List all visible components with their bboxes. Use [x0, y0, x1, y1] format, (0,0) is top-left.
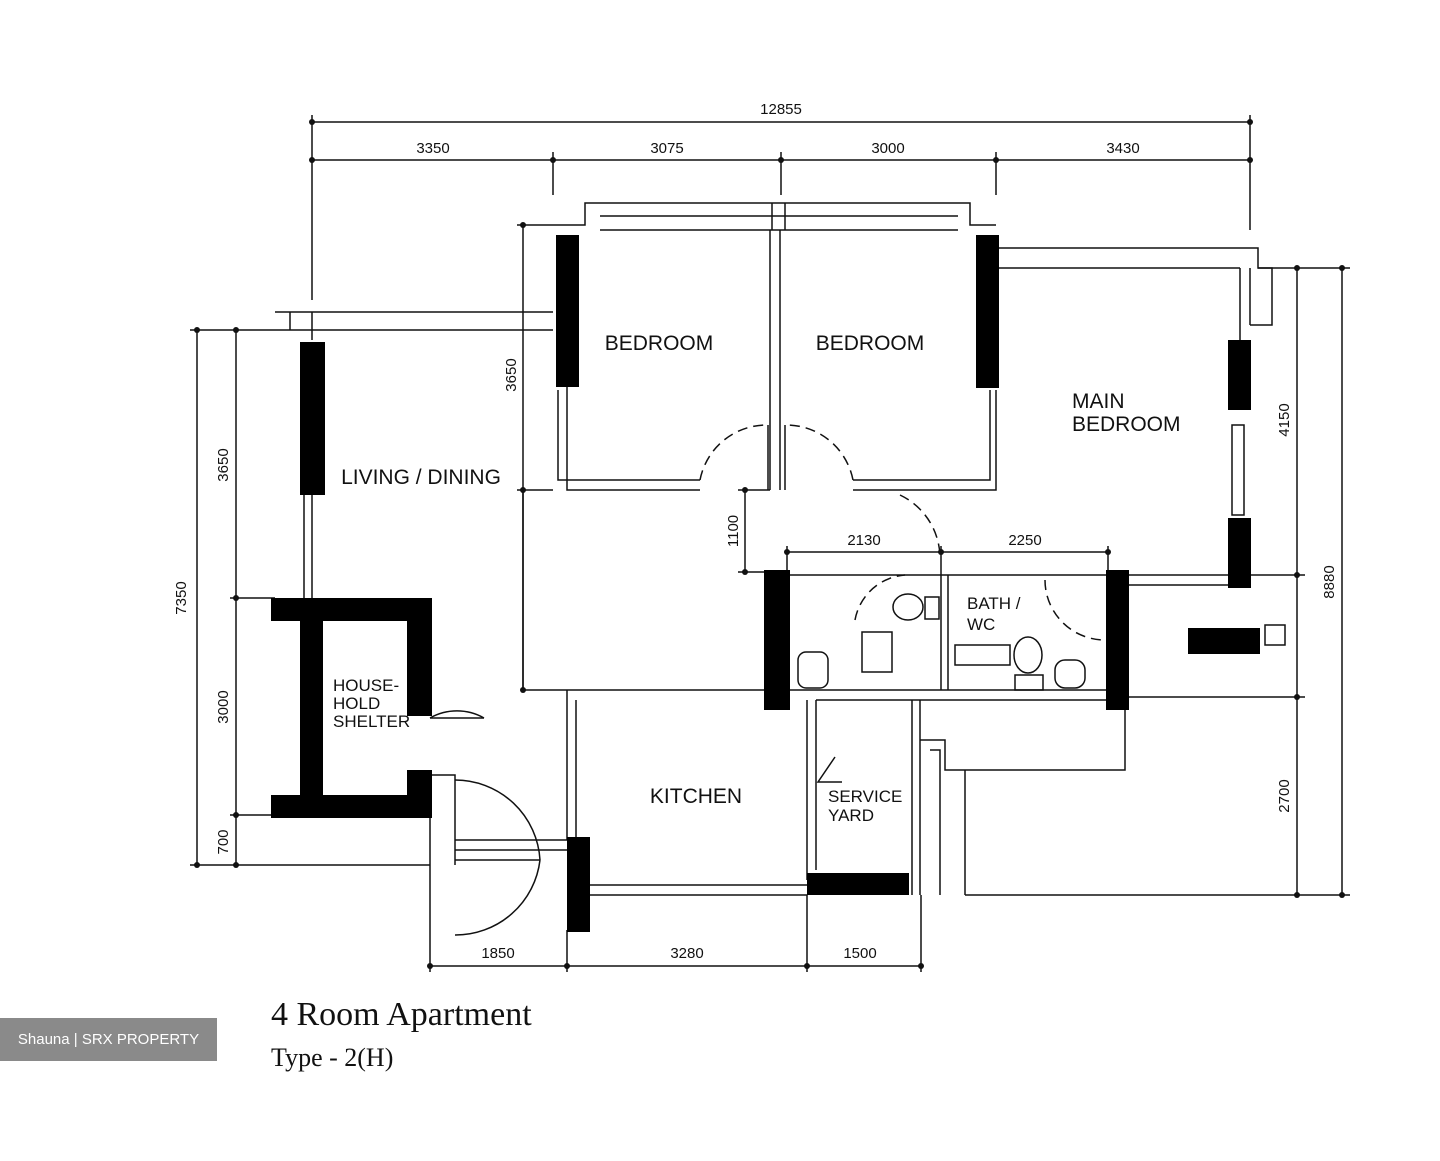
top-dimension-ticks — [309, 119, 1253, 163]
dim-corridor: 1100 — [725, 515, 742, 547]
dim-bottom-seg-3: 1500 — [843, 945, 876, 962]
bath-fixtures — [797, 593, 1286, 691]
room-label-living-dining: LIVING / DINING — [341, 466, 501, 489]
dim-top-seg-3: 3000 — [871, 140, 904, 157]
dim-top-seg-2: 3075 — [650, 140, 683, 157]
bottom-dimension-ticks — [427, 963, 924, 969]
dim-overall-top: 12855 — [760, 101, 802, 118]
interior-dimension-ticks — [520, 222, 1111, 693]
left-dimension-ticks — [194, 327, 239, 868]
dim-right-upper: 4150 — [1276, 403, 1293, 436]
right-dimension-lines — [965, 267, 1350, 896]
interior-dimension-lines — [517, 224, 1109, 690]
room-label-bath-2: WC — [967, 615, 995, 634]
dim-left-seg-3: 700 — [215, 829, 232, 854]
room-label-bedroom-2: BEDROOM — [816, 332, 925, 355]
dim-bedroom-depth: 3650 — [503, 358, 520, 391]
room-label-household-2: HOLD — [333, 694, 380, 713]
right-dimension-ticks — [1294, 265, 1345, 898]
dim-left-total: 7350 — [173, 581, 190, 614]
room-label-household-1: HOUSE- — [333, 676, 399, 695]
watermark-badge: Shauna | SRX PROPERTY — [0, 1018, 217, 1061]
dim-top-seg-4: 3430 — [1106, 140, 1139, 157]
plan-type: Type - 2(H) — [271, 1043, 394, 1072]
dim-bottom-seg-1: 1850 — [481, 945, 514, 962]
dim-left-seg-1: 3650 — [215, 448, 232, 481]
thin-walls — [275, 202, 1273, 896]
room-label-service-yard-2: YARD — [828, 806, 874, 825]
room-label-bath-1: BATH / — [967, 594, 1021, 613]
room-label-main-bedroom-2: BEDROOM — [1072, 413, 1181, 436]
dim-bottom-seg-2: 3280 — [670, 945, 703, 962]
room-label-main-bedroom-1: MAIN — [1072, 390, 1125, 413]
room-label-bedroom-1: BEDROOM — [605, 332, 714, 355]
structural-walls — [271, 235, 1260, 932]
dim-bath-width-2: 2250 — [1008, 532, 1041, 549]
room-label-kitchen: KITCHEN — [650, 785, 742, 808]
dim-right-lower: 2700 — [1276, 779, 1293, 812]
floor-plan: 12855 3350 3075 3000 3430 7350 3650 3000… — [173, 101, 1350, 972]
solid-door-swings — [429, 425, 842, 936]
door-swings — [699, 424, 1106, 641]
dim-right-total: 8880 — [1321, 565, 1338, 598]
room-label-service-yard-1: SERVICE — [828, 787, 902, 806]
dim-left-seg-2: 3000 — [215, 690, 232, 723]
dim-bath-width-1: 2130 — [847, 532, 880, 549]
room-label-household-3: SHELTER — [333, 712, 410, 731]
plan-title: 4 Room Apartment — [271, 996, 532, 1033]
dim-top-seg-1: 3350 — [416, 140, 449, 157]
